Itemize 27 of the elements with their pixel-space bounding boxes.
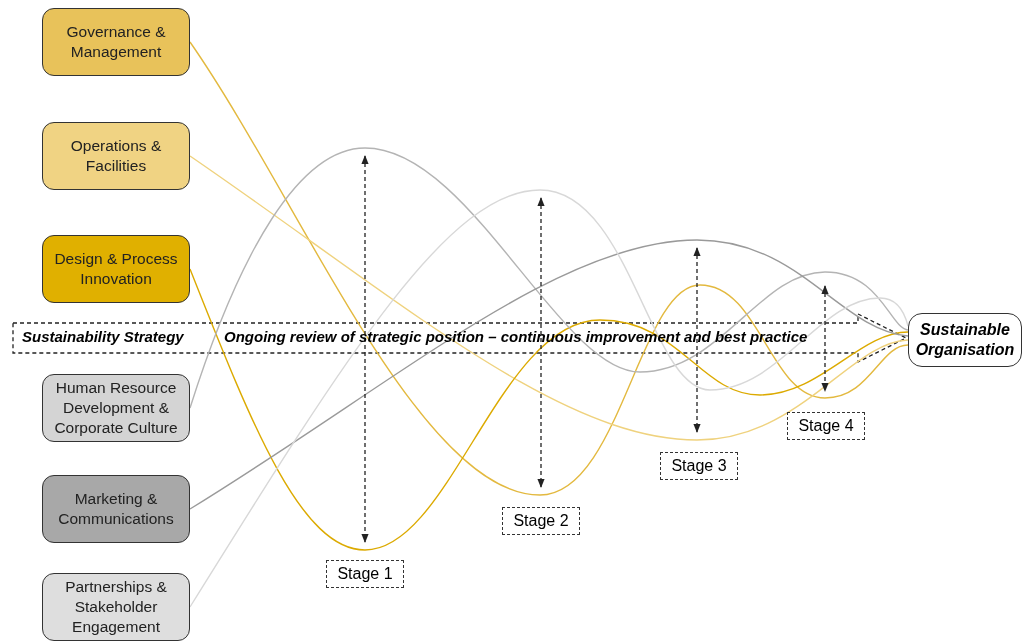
box-label: Design & Process Innovation bbox=[53, 249, 179, 289]
stage-label: Stage 4 bbox=[798, 417, 854, 435]
box-label: Operations & Facilities bbox=[69, 136, 163, 176]
stage-box bbox=[787, 412, 865, 440]
stage-label: Stage 1 bbox=[337, 565, 393, 583]
stage-label: Stage 3 bbox=[671, 457, 727, 475]
curved-connector bbox=[189, 41, 909, 496]
stage-box bbox=[326, 560, 404, 588]
curved-connector bbox=[189, 189, 909, 608]
stage-label: Stage 2 bbox=[513, 512, 569, 530]
box-label: Partnerships & Stakeholder Engagement bbox=[64, 577, 168, 637]
category-box bbox=[42, 573, 190, 641]
category-box bbox=[42, 374, 190, 442]
stage-box bbox=[660, 452, 738, 480]
box-label: Human Resource Development & Corporate Culture bbox=[53, 378, 179, 438]
curved-connector bbox=[189, 239, 909, 510]
stage-box bbox=[502, 507, 580, 535]
category-box bbox=[42, 8, 190, 76]
box-label: Sustainable Organisation bbox=[914, 320, 1016, 360]
category-box bbox=[42, 475, 190, 543]
box-label: Governance & Management bbox=[65, 22, 167, 62]
strategy-label: Sustainability Strategy bbox=[22, 328, 184, 346]
category-box bbox=[42, 235, 190, 303]
curved-connector bbox=[189, 268, 909, 551]
goal-box bbox=[908, 313, 1022, 367]
category-box bbox=[42, 122, 190, 190]
box-label: Marketing & Communications bbox=[57, 489, 175, 529]
